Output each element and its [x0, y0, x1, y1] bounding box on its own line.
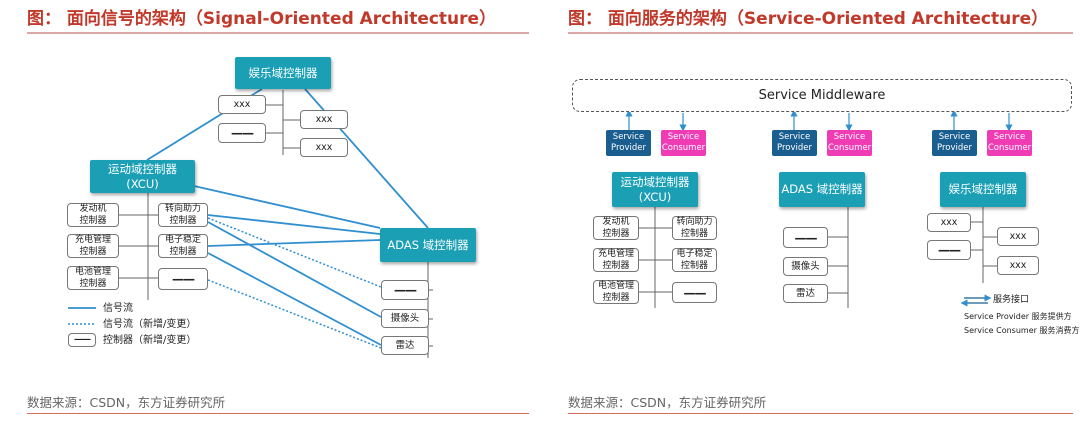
left-infotainment-controller: 娱乐域控制器 — [235, 57, 331, 89]
right-xcu-controller: 运动域控制器 (XCU) — [612, 172, 698, 207]
legend-provider: Service Provider 服务提供方 — [964, 312, 1072, 321]
left-info-leaf-4: xxx — [300, 138, 348, 157]
right-stability-controller: 电子稳定 控制器 — [672, 248, 717, 272]
left-xcu-controller: 运动域控制器 (XCU) — [90, 160, 195, 193]
service-middleware: Service Middleware — [572, 79, 1072, 112]
right-footer-rule — [568, 413, 1073, 414]
right-adas-controller: ADAS 域控制器 — [779, 172, 865, 207]
right-infotainment-controller: 娱乐域控制器 — [940, 172, 1026, 207]
left-radar: 雷达 — [381, 336, 429, 355]
right-xcu-sublabel: (XCU) — [638, 189, 672, 204]
right-camera: 摄像头 — [783, 257, 828, 276]
right-adas-leaf-new: —— — [783, 227, 828, 248]
left-title: 图： 面向信号的架构（Signal-Oriented Architecture） — [27, 9, 497, 29]
legend-signal-new: 信号流（新增/变更） — [103, 319, 197, 330]
right-infotainment-label: 娱乐域控制器 — [948, 182, 1018, 196]
service-middleware-label: Service Middleware — [758, 88, 886, 103]
legend-controller-new: 控制器（新增/变更） — [103, 335, 197, 346]
left-new-controller: —— — [158, 268, 208, 290]
left-info-leaf-2: —— — [218, 123, 266, 143]
right-info-leaf-2: —— — [927, 240, 971, 260]
left-adas-label: ADAS 域控制器 — [387, 237, 469, 252]
legend-interface: 服务接口 — [993, 295, 1030, 305]
right-charging-controller: 充电管理 控制器 — [593, 248, 639, 272]
left-engine-controller: 发动机 控制器 — [67, 203, 119, 227]
right-title-rule — [568, 32, 1073, 34]
right-engine-controller: 发动机 控制器 — [593, 216, 639, 240]
legend-controller-box: —— — [68, 333, 96, 347]
right-radar: 雷达 — [783, 284, 828, 303]
right-adas-label: ADAS 域控制器 — [781, 182, 863, 196]
right-source: 数据来源：CSDN，东方证券研究所 — [568, 395, 767, 410]
right-steering-controller: 转向助力 控制器 — [672, 216, 717, 240]
left-info-leaf-3: xxx — [300, 110, 348, 129]
right-info-leaf-4: xxx — [997, 256, 1039, 275]
left-xcu-sublabel: (XCU) — [126, 176, 159, 191]
left-info-leaf-1: xxx — [218, 95, 266, 114]
right-xcu-label: 运动域控制器 — [620, 174, 690, 189]
left-xcu-label: 运动域控制器 — [108, 161, 177, 176]
right-new-controller-xcu: —— — [672, 282, 717, 303]
legend-signal: 信号流 — [103, 303, 133, 314]
right-tree-lines — [639, 207, 997, 308]
legend-consumer: Service Consumer 服务消费方 — [964, 326, 1080, 335]
right-info-leaf-1: xxx — [927, 213, 971, 232]
signal-flow-new-lines — [207, 217, 382, 349]
left-source: 数据来源：CSDN，东方证券研究所 — [27, 395, 226, 410]
left-footer-rule — [27, 413, 529, 414]
left-title-rule — [27, 32, 529, 34]
left-adas-leaf-new: —— — [381, 280, 429, 300]
right-battery-controller: 电池管理 控制器 — [593, 280, 639, 304]
left-stability-controller: 电子稳定 控制器 — [158, 234, 208, 258]
left-camera: 摄像头 — [381, 309, 429, 328]
right-title: 图： 面向服务的架构（Service-Oriented Architecture… — [568, 9, 1049, 29]
legend-interface-arrows — [960, 294, 992, 307]
left-battery-controller: 电池管理 控制器 — [67, 266, 119, 290]
left-steering-controller: 转向助力 控制器 — [158, 203, 208, 227]
left-infotainment-label: 娱乐域控制器 — [248, 65, 318, 80]
left-charging-controller: 充电管理 控制器 — [67, 234, 119, 258]
left-adas-controller: ADAS 域控制器 — [380, 228, 476, 262]
right-info-leaf-3: xxx — [997, 227, 1039, 246]
